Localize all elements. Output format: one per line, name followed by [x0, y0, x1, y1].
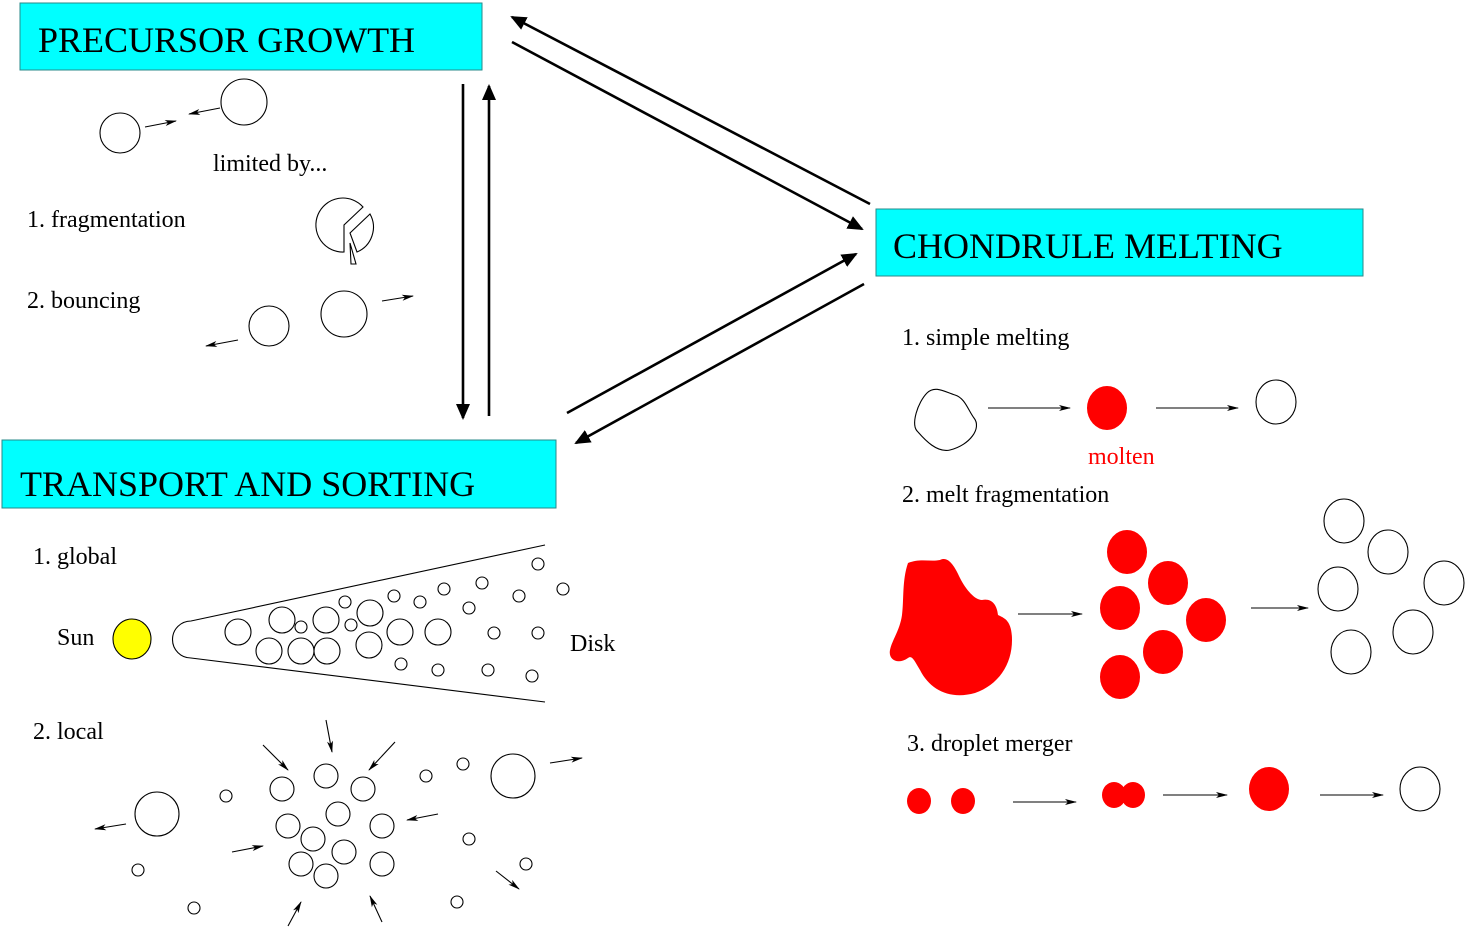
item-droplet-merger: 3. droplet merger	[907, 731, 1073, 757]
droplet-merger-illustration	[907, 766, 1441, 814]
box-chondrule-melting-title: CHONDRULE MELTING	[893, 226, 1283, 266]
box-chondrule-melting: CHONDRULE MELTING	[875, 208, 1364, 277]
box-precursor-growth: PRECURSOR GROWTH	[19, 2, 483, 71]
disk-illustration	[172, 544, 570, 703]
item-fragmentation: 1. fragmentation	[27, 207, 186, 233]
bouncing-icon	[205, 290, 414, 347]
arrow-transport-to-melting	[566, 252, 858, 415]
melt-fragmentation-illustration	[889, 498, 1465, 699]
box-transport-sorting-title: TRANSPORT AND SORTING	[20, 464, 475, 504]
arrow-precursor-to-melting	[511, 40, 864, 231]
item-local: 2. local	[33, 719, 104, 745]
item-melt-fragmentation: 2. melt fragmentation	[902, 482, 1109, 508]
arrow-melting-to-precursor	[510, 15, 871, 206]
item-global: 1. global	[33, 544, 117, 570]
fragmentation-icon	[315, 197, 374, 265]
item-bouncing: 2. bouncing	[27, 288, 140, 314]
box-precursor-growth-title: PRECURSOR GROWTH	[38, 20, 415, 60]
sun-label: Sun	[57, 625, 94, 651]
arrow-melting-to-transport	[574, 282, 865, 445]
molten-droplet	[1087, 386, 1127, 430]
molten-label: molten	[1088, 444, 1155, 470]
disk-label: Disk	[570, 631, 615, 657]
local-illustration	[94, 719, 583, 927]
box-transport-sorting: TRANSPORT AND SORTING	[1, 439, 557, 509]
limited-by-label: limited by...	[213, 151, 327, 177]
simple-melting-illustration	[914, 379, 1297, 451]
precursor-growth-illustration	[99, 78, 268, 154]
item-simple-melting: 1. simple melting	[902, 325, 1069, 351]
cycle-arrows	[456, 15, 871, 445]
sun-icon	[112, 618, 152, 660]
